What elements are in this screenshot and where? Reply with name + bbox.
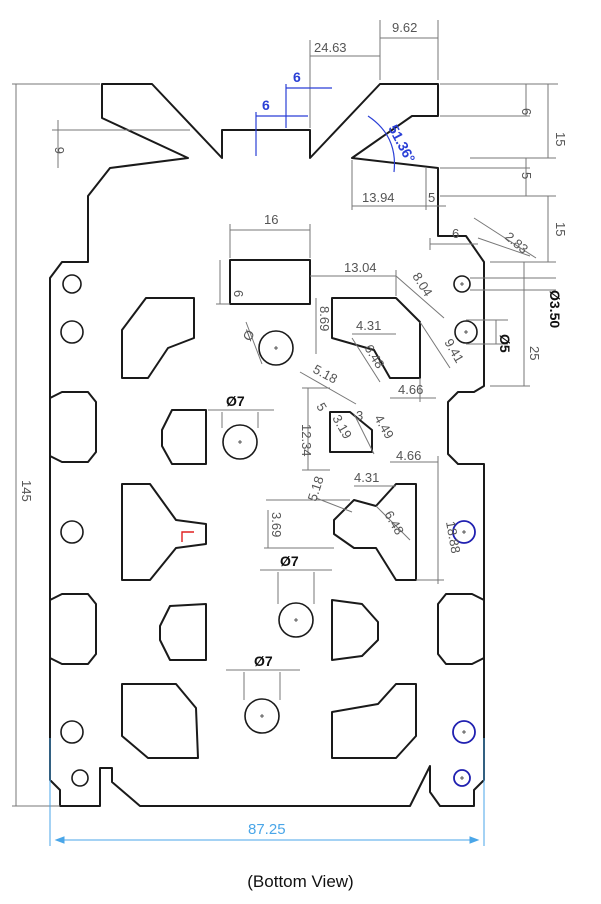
hole-left-1 <box>62 274 82 294</box>
cutout-left-trap-2 <box>159 603 207 661</box>
hole-right-4-selected <box>452 720 476 744</box>
dim-145: 145 <box>19 480 34 502</box>
dim-24-63: 24.63 <box>314 40 347 55</box>
hole-left-3 <box>60 520 84 544</box>
cutout-bl <box>121 683 199 759</box>
dim-25: 25 <box>527 346 542 360</box>
cutout-t-shape <box>121 483 207 581</box>
cutout-tl <box>121 297 195 379</box>
dim-angle: 51.36° <box>385 122 418 165</box>
dim-87-25: 87.25 <box>248 821 286 838</box>
dim-left-6: 6 <box>52 147 67 154</box>
dim-16: 16 <box>264 212 278 227</box>
dim-hole-5: Ø5 <box>497 334 513 353</box>
dim-13-04: 13.04 <box>344 260 377 275</box>
view-caption: (Bottom View) <box>247 872 354 891</box>
hole-center-2 <box>222 424 258 460</box>
dim-3-19: 3.19 <box>329 412 355 441</box>
dim-slot-6-b: 6 <box>262 97 270 113</box>
dim-right-15: 15 <box>553 132 568 146</box>
dim-hole-7-c: Ø7 <box>254 653 273 669</box>
dim-hole-3-50: Ø3.50 <box>547 290 563 328</box>
dim-4-31-b: 4.31 <box>354 470 379 485</box>
overall-width-dimension <box>49 738 485 846</box>
hole-center-1 <box>258 330 294 366</box>
hole-left-4 <box>60 720 84 744</box>
dim-4-31-a: 4.31 <box>356 318 381 333</box>
dim-5: 5 <box>428 190 435 205</box>
dim-4-49: 4.49 <box>371 412 397 441</box>
dim-9-62: 9.62 <box>392 20 417 35</box>
hole-center-4 <box>244 698 280 734</box>
bottom-view-drawing: 9.62 24.63 6 6 6 15 51.36° 5 13.94 5 15 … <box>12 20 568 846</box>
dim-4-66-a: 4.66 <box>398 382 423 397</box>
red-marker-arrow <box>181 531 194 542</box>
dim-5-18-b: 5.18 <box>305 474 327 503</box>
dim-18-88: 18.88 <box>443 520 463 555</box>
dim-slot-6-a: 6 <box>293 69 301 85</box>
right-notch-2 <box>437 593 485 665</box>
hole-left-5 <box>71 769 89 787</box>
hole-right-3-selected <box>452 520 476 544</box>
blue-dimension-lines <box>255 84 396 173</box>
left-notch-1 <box>49 391 97 463</box>
cutout-right-trap-2 <box>331 599 379 661</box>
dim-4-66-b: 4.66 <box>396 448 421 463</box>
dimension-lines <box>12 20 558 807</box>
dim-h-6: 6 <box>231 290 246 297</box>
cutout-center-trap <box>329 411 373 453</box>
dim-hole-7-a: Ø7 <box>226 393 245 409</box>
dim-5-18-a: 5.18 <box>311 361 340 386</box>
left-notch-2 <box>49 593 97 665</box>
dim-12-34: 12.34 <box>299 424 314 457</box>
dim-hole-dia-a: Ø <box>240 327 258 343</box>
dim-13-94: 13.94 <box>362 190 395 205</box>
hole-center-3 <box>278 602 314 638</box>
dim-6: 6 <box>452 226 459 241</box>
dim-5: 5 <box>313 400 330 414</box>
dim-8-69: 8.69 <box>317 306 332 331</box>
dim-3: 3 <box>356 408 363 423</box>
hole-right-5-selected <box>453 769 471 787</box>
dim-right-5: 5 <box>519 172 534 179</box>
dim-right-6: 6 <box>519 108 534 115</box>
plate-outline <box>49 83 485 807</box>
hole-left-2 <box>60 320 84 344</box>
cutout-right-t <box>333 483 417 581</box>
hole-right-2 <box>454 320 478 344</box>
cutout-tr <box>331 297 421 379</box>
dim-right-15b: 15 <box>553 222 568 236</box>
cutout-rect-top <box>229 259 311 305</box>
cutout-left-trap <box>161 409 207 465</box>
hole-right-1 <box>453 275 471 293</box>
dim-3-69: 3.69 <box>269 512 284 537</box>
dim-8-04: 8.04 <box>409 270 435 299</box>
dim-hole-7-b: Ø7 <box>280 553 299 569</box>
cutout-br <box>331 683 417 759</box>
